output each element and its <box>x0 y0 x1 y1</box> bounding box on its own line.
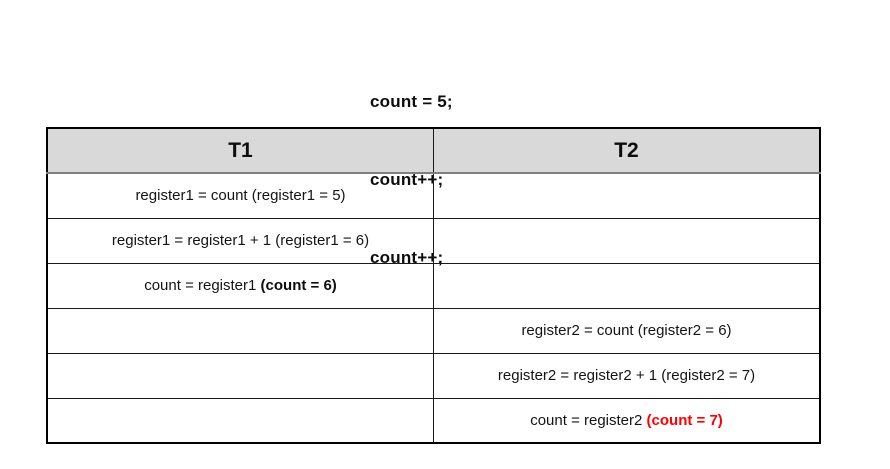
t2-cell: register2 = register2 + 1 (register2 = 7… <box>433 352 821 399</box>
table-row: register1 = count (register1 = 5) <box>46 172 821 219</box>
cell-text: count = register2 <box>530 411 643 429</box>
cell-text: count = register1 <box>144 277 257 294</box>
t1-cell: count = register1 (count = 6) <box>46 262 434 309</box>
cell-text: register2 = register2 + 1 (register2 = 7… <box>497 367 756 384</box>
cell-text: register1 = count (register1 = 5) <box>135 187 346 205</box>
t2-cell <box>433 217 821 264</box>
table-row: count = register2 (count = 7) <box>46 397 821 444</box>
t1-cell: register1 = register1 + 1 (register1 = 6… <box>46 217 434 264</box>
t2-cell: count = register2 (count = 7) <box>433 397 821 444</box>
race-condition-table: T1 T2 register1 = count (register1 = 5) … <box>46 127 821 444</box>
t1-cell <box>46 397 434 444</box>
t2-cell <box>433 172 821 219</box>
cell-text: register2 = count (register2 = 6) <box>521 322 732 339</box>
table-header-row: T1 T2 <box>46 127 821 174</box>
table-row: register2 = count (register2 = 6) <box>46 307 821 354</box>
t1-cell: register1 = count (register1 = 5) <box>46 172 434 219</box>
table-row: count = register1 (count = 6) <box>46 262 821 309</box>
table-row: register1 = register1 + 1 (register1 = 6… <box>46 217 821 264</box>
t1-cell <box>46 307 434 354</box>
table-row: register2 = register2 + 1 (register2 = 7… <box>46 352 821 399</box>
t2-cell: register2 = count (register2 = 6) <box>433 307 821 354</box>
t2-cell <box>433 262 821 309</box>
code-line: count = 5; <box>370 92 453 111</box>
cell-emphasis-bold: (count = 6) <box>260 277 337 294</box>
cell-text: register1 = register1 + 1 (register1 = 6… <box>111 232 370 249</box>
column-header-t1: T1 <box>46 127 434 174</box>
column-header-t2: T2 <box>433 127 821 174</box>
cell-emphasis-red: (count = 7) <box>646 411 723 429</box>
t1-cell <box>46 352 434 399</box>
